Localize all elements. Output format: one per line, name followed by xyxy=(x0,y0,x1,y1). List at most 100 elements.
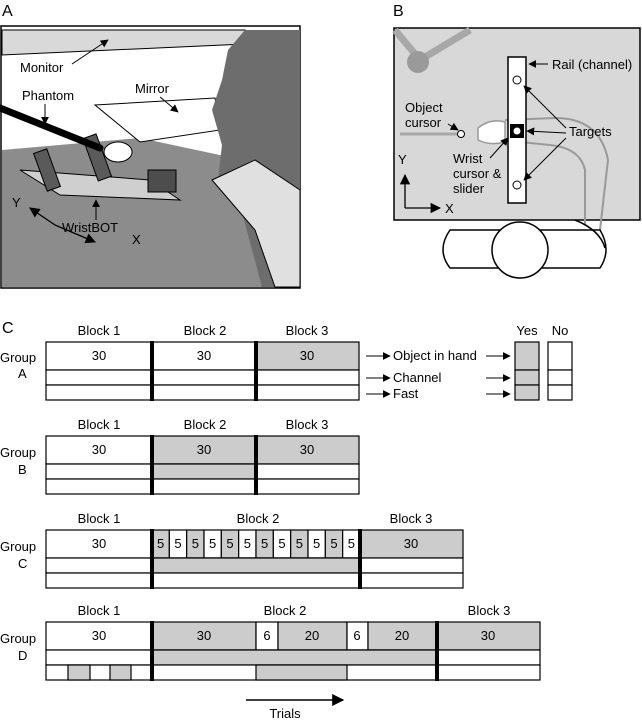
group-a-channel-row xyxy=(45,369,360,386)
target-center xyxy=(513,127,521,135)
group-d-channel-block-2 xyxy=(151,649,438,666)
axis-y-arrow-a xyxy=(29,207,56,226)
group-a-value-3: 30 xyxy=(300,348,314,363)
panel-a-letter: A xyxy=(2,3,13,20)
legend-yes-label: Yes xyxy=(516,323,538,338)
group-c-seg-9-value: 5 xyxy=(296,536,303,551)
group-c-block-2-label: Block 2 xyxy=(237,511,280,526)
legend-no-channel xyxy=(547,369,573,386)
group-c-seg-6-value: 5 xyxy=(244,536,251,551)
group-c-label-1: Group xyxy=(0,539,36,554)
group-a-label-1: Group xyxy=(0,350,36,365)
condition-legend: Object in hand Channel Fast Yes No xyxy=(366,323,573,401)
wrist-label-3: slider xyxy=(453,181,485,196)
group-d-block-3-label: Block 3 xyxy=(468,603,511,618)
group-b-fast-row xyxy=(45,478,360,495)
wristbot-label: WristBOT xyxy=(62,220,118,235)
target-bottom xyxy=(512,180,522,190)
group-d-fast-1 xyxy=(67,664,91,681)
axis-x-arrow-a xyxy=(54,224,96,244)
group-d-value-7: 30 xyxy=(481,628,495,643)
group-d-label-1: Group xyxy=(0,631,36,646)
group-b-channel-block-2 xyxy=(151,463,257,480)
phantom-label: Phantom xyxy=(22,88,74,103)
axis-y-label-b: Y xyxy=(398,152,407,167)
panel-b: B Rail (channel) Object cursor Targets W… xyxy=(392,3,641,279)
group-a-label-2: A xyxy=(18,366,27,381)
row-label-object: Object in hand xyxy=(393,348,477,363)
group-a-block-2-label: Block 2 xyxy=(184,323,227,338)
object-arrow xyxy=(447,122,459,131)
axis-x-label-a: X xyxy=(132,232,141,247)
group-d-value-4: 20 xyxy=(305,628,319,643)
legend-no-fast xyxy=(547,384,573,401)
object-label-1: Object xyxy=(405,100,443,115)
group-d-value-1: 30 xyxy=(92,628,106,643)
group-d-label-2: D xyxy=(18,648,27,663)
hand xyxy=(103,141,133,163)
object-label-2: cursor xyxy=(405,115,442,130)
group-d: Group D Block 1 Block 2 Block 3 30 30 6 … xyxy=(0,603,541,681)
targets-arrow-bottom xyxy=(523,137,567,181)
target-top xyxy=(512,75,522,85)
group-a-block-1-label: Block 1 xyxy=(78,323,121,338)
group-c-seg-1-value: 5 xyxy=(157,536,164,551)
group-c-seg-2-value: 5 xyxy=(174,536,181,551)
object-cursor-dot xyxy=(457,130,465,138)
group-c-fast-row xyxy=(45,572,464,589)
person-head xyxy=(491,221,549,279)
phantom-arm xyxy=(0,104,104,152)
group-b-value-3: 30 xyxy=(300,442,314,457)
panel-c-letter: C xyxy=(2,320,14,337)
group-a-value-1: 30 xyxy=(92,348,106,363)
group-b-block-3-object xyxy=(255,435,360,465)
targets-arrow-top xyxy=(523,85,567,129)
group-b-block-3-label: Block 3 xyxy=(286,417,329,432)
group-c-seg-8-value: 5 xyxy=(278,536,285,551)
group-c-label-2: C xyxy=(18,556,27,571)
group-d-value-3: 6 xyxy=(263,628,270,643)
hand-outline xyxy=(477,120,506,145)
trials-label: Trials xyxy=(269,706,301,720)
mirror-arrow xyxy=(159,96,179,113)
group-a-block-3-label: Block 3 xyxy=(286,323,329,338)
group-d-block-1-label: Block 1 xyxy=(78,603,121,618)
group-b-label-2: B xyxy=(18,462,27,477)
panel-a: A Monitor Mirror Phantom WristBOT Y X xyxy=(0,3,301,289)
monitor-arrow xyxy=(71,39,109,65)
group-a: Group A Block 1 Block 2 Block 3 30 30 30 xyxy=(0,323,360,401)
group-a-fast-row xyxy=(45,384,360,401)
monitor-label: Monitor xyxy=(20,60,64,75)
group-c-seg-12-value: 5 xyxy=(348,536,355,551)
group-c-seg-3-value: 5 xyxy=(192,536,199,551)
legend-no-label: No xyxy=(552,323,569,338)
wrist-handle xyxy=(147,169,177,193)
legend-no-object xyxy=(547,341,573,371)
robot-joint xyxy=(407,51,429,73)
group-c-value-block-1: 30 xyxy=(92,536,106,551)
group-c-seg-5-value: 5 xyxy=(226,536,233,551)
group-c-seg-4-value: 5 xyxy=(209,536,216,551)
panel-c: C Group A Block 1 Block 2 Block 3 30 30 … xyxy=(0,320,573,720)
panel-b-letter: B xyxy=(393,3,404,20)
legend-yes-fast xyxy=(514,384,540,401)
wrist-label-1: Wrist xyxy=(453,151,483,166)
group-c-channel-block-2 xyxy=(151,557,361,574)
rail-label: Rail (channel) xyxy=(552,57,632,72)
targets-label: Targets xyxy=(569,124,612,139)
axis-y-label-a: Y xyxy=(12,195,21,210)
group-d-value-6: 20 xyxy=(395,628,409,643)
group-b-value-2: 30 xyxy=(197,442,211,457)
wrist-arrow xyxy=(489,137,509,159)
group-c-value-block-3: 30 xyxy=(404,536,418,551)
robot-arm-lower xyxy=(418,26,472,64)
group-c-block-1-label: Block 1 xyxy=(78,511,121,526)
legend-yes-channel xyxy=(514,369,540,386)
wristbot-post-left xyxy=(32,148,62,192)
group-b-value-1: 30 xyxy=(92,442,106,457)
group-a-value-2: 30 xyxy=(197,348,211,363)
right-arm-outline xyxy=(574,219,606,249)
